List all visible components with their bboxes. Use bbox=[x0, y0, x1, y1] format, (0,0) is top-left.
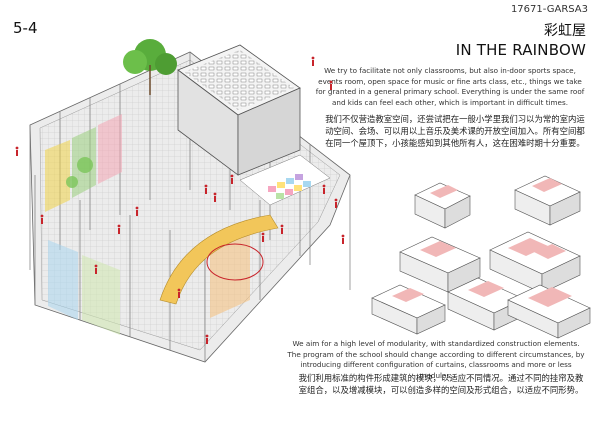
classroom-block bbox=[177, 44, 331, 206]
rainbow-curtains bbox=[45, 114, 250, 335]
modularity-paragraph-en: We aim for a high level of modularity, w… bbox=[287, 339, 585, 380]
tree-icon bbox=[66, 157, 93, 188]
module-diagram-5 bbox=[371, 284, 446, 335]
module-diagram-3 bbox=[399, 236, 481, 293]
module-diagram-1 bbox=[414, 182, 471, 229]
module-diagram-4 bbox=[489, 231, 581, 294]
page-number: 5-4 bbox=[13, 19, 38, 37]
module-diagram-2 bbox=[514, 175, 581, 226]
colour-tile-floor bbox=[268, 174, 311, 199]
intro-paragraph-en: We try to facilitate not only classrooms… bbox=[315, 66, 585, 107]
yellow-ramp bbox=[159, 214, 279, 305]
project-code: 17671-GARSA3 bbox=[510, 4, 588, 15]
page-title-cn: 彩虹屋 bbox=[544, 23, 586, 39]
modularity-paragraph-cn: 我们利用标准的构件形成建筑的模块，以适应不同情况。通过不同的挂帘及教室组合，以及… bbox=[298, 373, 584, 395]
red-circle bbox=[206, 243, 264, 281]
page-title-en: IN THE RAINBOW bbox=[455, 41, 586, 59]
intro-paragraph-cn: 我们不仅营造教室空间，还尝试把在一般小学里我们习以为常的室内运动空间、会场、可以… bbox=[325, 114, 585, 148]
module-diagram-7 bbox=[507, 284, 591, 339]
tree-icon bbox=[123, 39, 177, 95]
people-figures bbox=[15, 56, 345, 344]
